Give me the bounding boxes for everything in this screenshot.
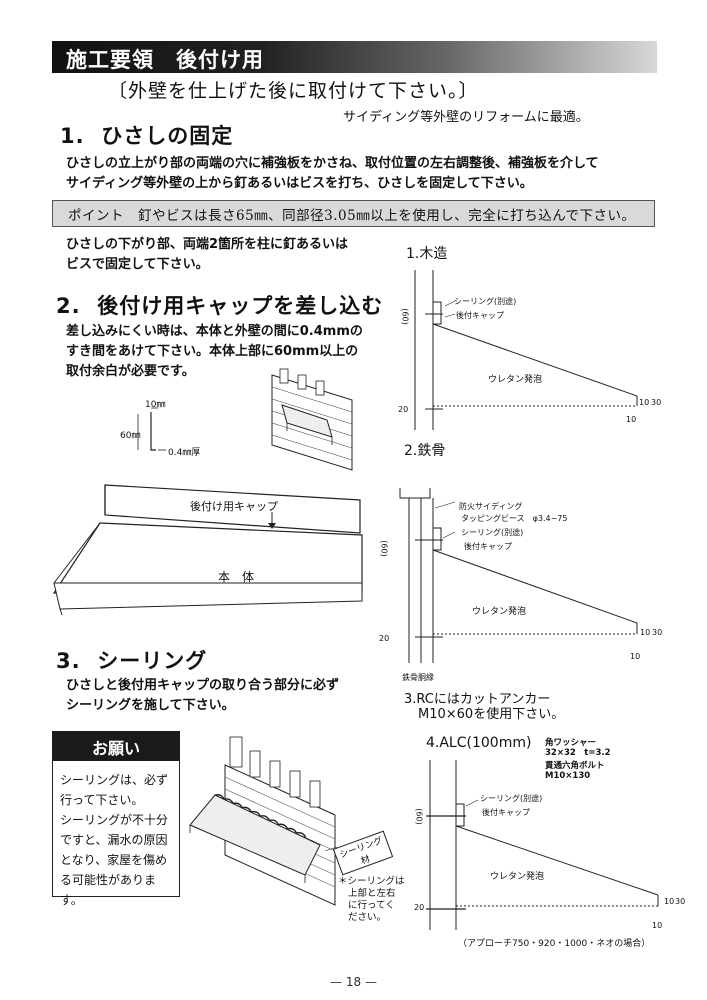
- wall-cap-illustration: [271, 368, 353, 471]
- steel-dim-60: (60): [379, 540, 389, 557]
- sealing-note-line: に行ってく: [348, 900, 395, 911]
- section3-line-1: ひさしと後付用キャップの取り合う部分に必ず: [66, 678, 340, 693]
- cap-body-illustration: [52, 484, 363, 616]
- alc-dim-10: 10: [664, 897, 675, 906]
- wood-dim-20: 20: [398, 405, 409, 414]
- onegai-line: ですと、漏水の原因: [60, 833, 168, 847]
- steel-diagram-title: 2.鉄骨: [404, 443, 446, 459]
- section1-line-1: ひさしの立上がり部の両端の穴に補強板をかさね、取付位置の左右調整後、補強板を介し…: [66, 156, 599, 171]
- section1-lower-line-2: ビスで固定して下さい。: [66, 257, 209, 272]
- cap-label: 後付け用キャップ: [190, 500, 278, 513]
- steel-screw-label: タッピングビース φ3.4−75: [461, 514, 568, 523]
- alc-bolt-line: 貫通六角ボルト: [545, 761, 605, 771]
- steel-diagram: [399, 488, 638, 663]
- alc-cap-label: 後付キャップ: [482, 808, 530, 817]
- steel-edge-label: 鉄骨胴縁: [402, 673, 434, 682]
- sealing-note-line: ＊シーリングは: [338, 876, 405, 887]
- cap-thickness-label: 0.4㎜厚: [168, 448, 201, 458]
- rc-note: 3.RCにはカットアンカー M10×60を使用下さい。: [404, 692, 564, 722]
- wood-sealing-label: シーリング(別途): [454, 297, 517, 306]
- alc-diagram-title: 4.ALC(100mm): [426, 735, 532, 751]
- wood-cap-label: 後付キャップ: [456, 311, 504, 320]
- cap-dimension-drawing: [137, 407, 166, 451]
- steel-dim-10b: 10: [630, 652, 641, 661]
- subtitle: 〔外壁を仕上げた後に取付けて下さい。〕: [108, 80, 479, 102]
- section2-line-1: 差し込みにくい時は、本体と外壁の間に0.4mmの: [66, 324, 363, 339]
- steel-fire-siding-label: 防火サイディング: [459, 502, 523, 511]
- steel-dim-10: 10: [640, 628, 651, 637]
- rc-note-line: M10×60を使用下さい。: [418, 707, 565, 722]
- onegai-line: シーリングが不十分: [60, 813, 169, 827]
- section1-lower-line-1: ひさしの下がり部、両端2箇所を柱に釘あるいは: [66, 237, 349, 252]
- sealing-note: ＊シーリングは 上部と左右 に行ってく ださい。: [338, 876, 405, 924]
- section2-line-3: 取付余白が必要です。: [66, 364, 195, 379]
- diagram-footnote: （アプローチ750・920・1000・ネオの場合）: [458, 939, 651, 949]
- section3-line-2: シーリングを施して下さい。: [66, 698, 235, 713]
- onegai-header: [52, 731, 180, 761]
- cap-height-label: 60㎜: [120, 431, 141, 441]
- point-box: [52, 200, 655, 227]
- section2-heading: 2. 後付け用キャップを差し込む: [56, 294, 384, 318]
- wood-dim-30: 30: [651, 398, 662, 407]
- wood-foam-label: ウレタン発泡: [488, 375, 543, 385]
- wood-diagram: [414, 270, 638, 430]
- alc-diagram: [426, 760, 659, 930]
- alc-dim-20: 20: [414, 903, 425, 912]
- page-number: — 18 —: [330, 975, 377, 989]
- steel-sealing-label: シーリング(別途): [461, 528, 524, 537]
- section2-line-2: すき間をあけて下さい。本体上部に60mm以上の: [66, 344, 359, 359]
- sealing-note-line: ださい。: [348, 912, 387, 923]
- steel-dim-20: 20: [379, 634, 390, 643]
- page-title: 施工要領 後付け用: [66, 48, 264, 72]
- point-text: ポイント 釘やビスは長さ65㎜、同部径3.05㎜以上を使用し、完全に打ち込んで下…: [68, 208, 636, 224]
- section1-heading: 1. ひさしの固定: [60, 124, 234, 148]
- cap-width-label: 10㎜: [145, 400, 166, 410]
- sealing-note-line: 上部と左右: [348, 888, 396, 899]
- alc-bolt-label: 貫通六角ボルト M10×130: [545, 761, 605, 781]
- steel-foam-label: ウレタン発泡: [472, 607, 527, 617]
- alc-foam-label: ウレタン発泡: [490, 872, 545, 882]
- onegai-title: お願い: [91, 739, 140, 758]
- onegai-body: シーリングは、必ず 行って下さい。 シーリングが不十分 ですと、漏水の原因 とな…: [60, 770, 176, 910]
- rc-note-line: 3.RCにはカットアンカー: [404, 692, 551, 707]
- body-label: 本 体: [218, 570, 255, 584]
- alc-washer-label: 角ワッシャー 32×32 t=3.2: [545, 738, 611, 758]
- wood-dim-60: (60): [400, 308, 410, 325]
- onegai-line: となり、家屋を傷め: [60, 853, 168, 867]
- onegai-line: 行って下さい。: [60, 793, 144, 807]
- header-bar: [52, 41, 657, 73]
- steel-dim-30: 30: [652, 628, 663, 637]
- alc-bolt-line: M10×130: [545, 771, 591, 781]
- onegai-line: シーリングは、必ず: [60, 773, 169, 787]
- wood-dim-10b: 10: [626, 415, 637, 424]
- alc-dim-10b: 10: [652, 921, 663, 930]
- onegai-line: る可能性があります。: [60, 873, 157, 907]
- alc-washer-line: 32×32 t=3.2: [545, 748, 611, 758]
- alc-dim-30: 30: [675, 897, 686, 906]
- sealing-illustration: [189, 736, 338, 906]
- steel-cap-label: 後付キャップ: [464, 542, 512, 551]
- wood-dim-10: 10: [639, 398, 650, 407]
- section3-heading: 3. シーリング: [56, 649, 208, 673]
- alc-washer-line: 角ワッシャー: [545, 738, 597, 748]
- section1-line-2: サイディング等外壁の上から釘あるいはビスを打ち、ひさしを固定して下さい。: [66, 176, 533, 191]
- subnote: サイディング等外壁のリフォームに最適。: [343, 110, 589, 125]
- alc-sealing-label: シーリング(別途): [480, 794, 543, 803]
- wood-diagram-title: 1.木造: [406, 246, 448, 262]
- alc-dim-60: (60): [414, 808, 424, 825]
